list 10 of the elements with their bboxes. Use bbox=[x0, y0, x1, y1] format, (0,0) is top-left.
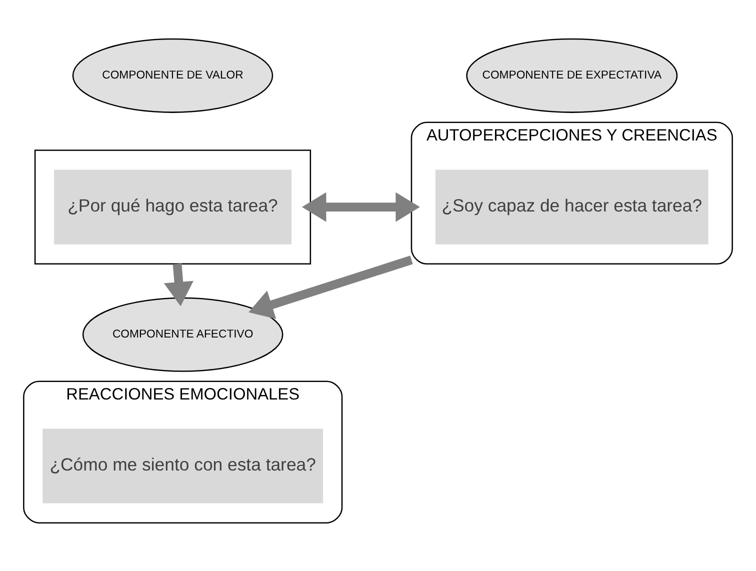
node-ellipse: COMPONENTE DE EXPECTATIVA bbox=[466, 38, 678, 112]
arrow bbox=[248, 255, 413, 318]
node-ellipse: COMPONENTE DE VALOR bbox=[72, 38, 274, 112]
node-box: ¿Por qué hago esta tarea? bbox=[54, 169, 292, 244]
arrow bbox=[302, 192, 420, 222]
node-ellipse: COMPONENTE AFECTIVO bbox=[82, 296, 284, 372]
node-box: ¿Cómo me siento con esta tarea? bbox=[42, 428, 324, 503]
arrow bbox=[164, 263, 194, 306]
node-box: ¿Soy capaz de hacer esta tarea? bbox=[435, 169, 708, 244]
cluster bbox=[34, 149, 312, 264]
